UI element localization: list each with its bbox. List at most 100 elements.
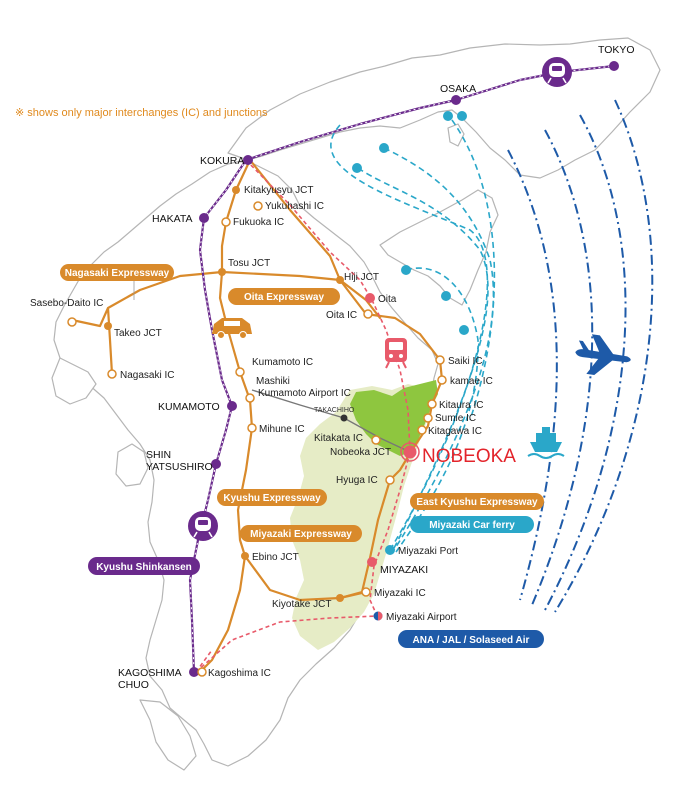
- rail-stations: [365, 293, 417, 567]
- node-kitaura-ic: [427, 399, 437, 409]
- label-kumamoto-ic: Kumamoto IC: [252, 357, 313, 368]
- label-miyazaki-ic: Miyazaki IC: [374, 588, 426, 599]
- station-osaka: [451, 95, 461, 105]
- node-sasebo-ic: [67, 317, 77, 327]
- airplane-icon: [575, 334, 631, 375]
- miyazaki-expressway-pill: Miyazaki Expressway: [240, 525, 362, 542]
- label-miyazaki-port: Miyazaki Port: [398, 546, 458, 557]
- label-kitakyusyu-jct: Kitakyusyu JCT: [244, 185, 313, 196]
- port-dot: [385, 545, 395, 555]
- bus-icon-window: [224, 321, 240, 326]
- port-dot: [459, 325, 469, 335]
- pill-bg: [398, 630, 544, 648]
- label-hiji-jct: Hiji JCT: [344, 272, 379, 283]
- ship-icon-top: [542, 427, 550, 433]
- label-hakata: HAKATA: [152, 213, 192, 225]
- rail-icon-legs: [385, 361, 407, 369]
- pill-label: Miyazaki Car ferry: [429, 520, 515, 531]
- junction-nodes: [104, 186, 344, 602]
- nagasaki-expressway-pill: Nagasaki Expressway: [60, 264, 174, 281]
- pill-label: East Kyushu Expressway: [416, 497, 538, 508]
- amakusa-land: [115, 443, 149, 487]
- kitto-line: [195, 615, 379, 673]
- rail-icon-window: [389, 342, 403, 350]
- rail-icon-light: [389, 354, 393, 358]
- train-icon-legs: [547, 77, 567, 84]
- train-icon-window: [552, 66, 562, 71]
- station-oita: [365, 293, 375, 303]
- label-miyazaki-airport: Miyazaki Airport: [386, 612, 457, 623]
- pill-bg: [60, 264, 174, 281]
- ship-icon-wave: [527, 453, 565, 459]
- airlines-pill: ANA / JAL / Solaseed Air: [398, 630, 544, 648]
- ferry-ship-icon: [527, 427, 565, 459]
- local-train-icon: [385, 338, 407, 369]
- pill-label: Kyushu Shinkansen: [96, 562, 192, 573]
- air-route-4: [554, 99, 654, 613]
- label-saiki-ic: Saiki IC: [448, 356, 482, 367]
- station-kagoshima-chuo: [189, 667, 199, 677]
- train-icon-legs: [193, 531, 213, 538]
- label-yatsushiro: YATSUSHIRO: [146, 461, 213, 473]
- node-kitagawa-ic: [417, 425, 427, 435]
- node-ebino-jct: [241, 552, 249, 560]
- pill-bg: [88, 557, 200, 575]
- east-kyushu-expressway-pill: East Kyushu Expressway: [410, 493, 544, 510]
- node-fukuoka-ic: [221, 217, 231, 227]
- node-kumamoto-airport-ic: [245, 393, 255, 403]
- label-kumamoto-airport-ic: Kumamoto Airport IC: [258, 388, 351, 399]
- node-mihune-ic: [247, 423, 257, 433]
- air-route-1: [507, 149, 558, 601]
- shinkansen-pill: Kyushu Shinkansen: [88, 557, 200, 575]
- plane-icon-tail: [578, 340, 590, 352]
- station-shin-yatsushiro: [211, 459, 221, 469]
- label-hyuga-ic: Hyuga IC: [336, 475, 378, 486]
- nagasaki-peninsula: [51, 357, 97, 405]
- shinkansen-stations: [189, 61, 619, 677]
- ferry-pill: Miyazaki Car ferry: [410, 516, 534, 533]
- shinkansen-dots: [189, 65, 615, 673]
- label-tokyo: TOKYO: [598, 44, 635, 56]
- pill-label: Nagasaki Expressway: [65, 268, 170, 279]
- node-kitakata-ic: [371, 435, 381, 445]
- shinkansen-train-icon: [542, 57, 572, 87]
- station-tokyo: [609, 61, 619, 71]
- label-chuo: CHUO: [118, 679, 149, 691]
- plane-icon-wing: [586, 334, 614, 375]
- label-takachiho: TAKACHIHO: [314, 407, 355, 414]
- label-kitakata-ic: Kitakata IC: [314, 433, 363, 444]
- label-osaka: OSAKA: [440, 83, 476, 95]
- node-nagasaki-ic: [107, 369, 117, 379]
- node-kitakyusyu-jct: [232, 186, 240, 194]
- station-miyazaki: [367, 557, 377, 567]
- satsuma-land: [139, 699, 197, 771]
- train-icon-window: [198, 520, 208, 525]
- label-nobeoka-jct: Nobeoka JCT: [330, 447, 391, 458]
- station-kumamoto: [227, 401, 237, 411]
- pill-label: Miyazaki Expressway: [250, 529, 352, 540]
- label-sumie-ic: Sumie IC: [435, 413, 476, 424]
- port-dot: [441, 291, 451, 301]
- port-dots: [352, 111, 469, 555]
- ship-icon-hull: [530, 442, 562, 452]
- tokaido-dots: [245, 65, 615, 161]
- label-nobeoka: NOBEOKA: [422, 446, 516, 467]
- label-oita-ic: Oita IC: [326, 310, 357, 321]
- label-kokura: KOKURA: [200, 155, 244, 167]
- label-fukuoka-ic: Fukuoka IC: [233, 217, 284, 228]
- label-sasebo-ic: Sasebo-Daito IC: [30, 298, 103, 309]
- node-yukuhashi-ic: [253, 201, 263, 211]
- air-route-3: [544, 114, 627, 611]
- ic-nodes: [67, 201, 447, 677]
- airport-node-half: [378, 611, 383, 621]
- label-nagasaki-ic: Nagasaki IC: [120, 370, 174, 381]
- station-nobeoka: [403, 445, 417, 459]
- ferry-route-3: [383, 147, 495, 551]
- label-kitaura-ic: Kitaura IC: [439, 400, 483, 411]
- node-kagoshima-ic: [197, 667, 207, 677]
- pill-bg: [410, 493, 544, 510]
- label-takeo-jct: Takeo JCT: [114, 328, 162, 339]
- ship-icon-cabin: [536, 433, 556, 442]
- label-shin: SHIN: [146, 449, 171, 461]
